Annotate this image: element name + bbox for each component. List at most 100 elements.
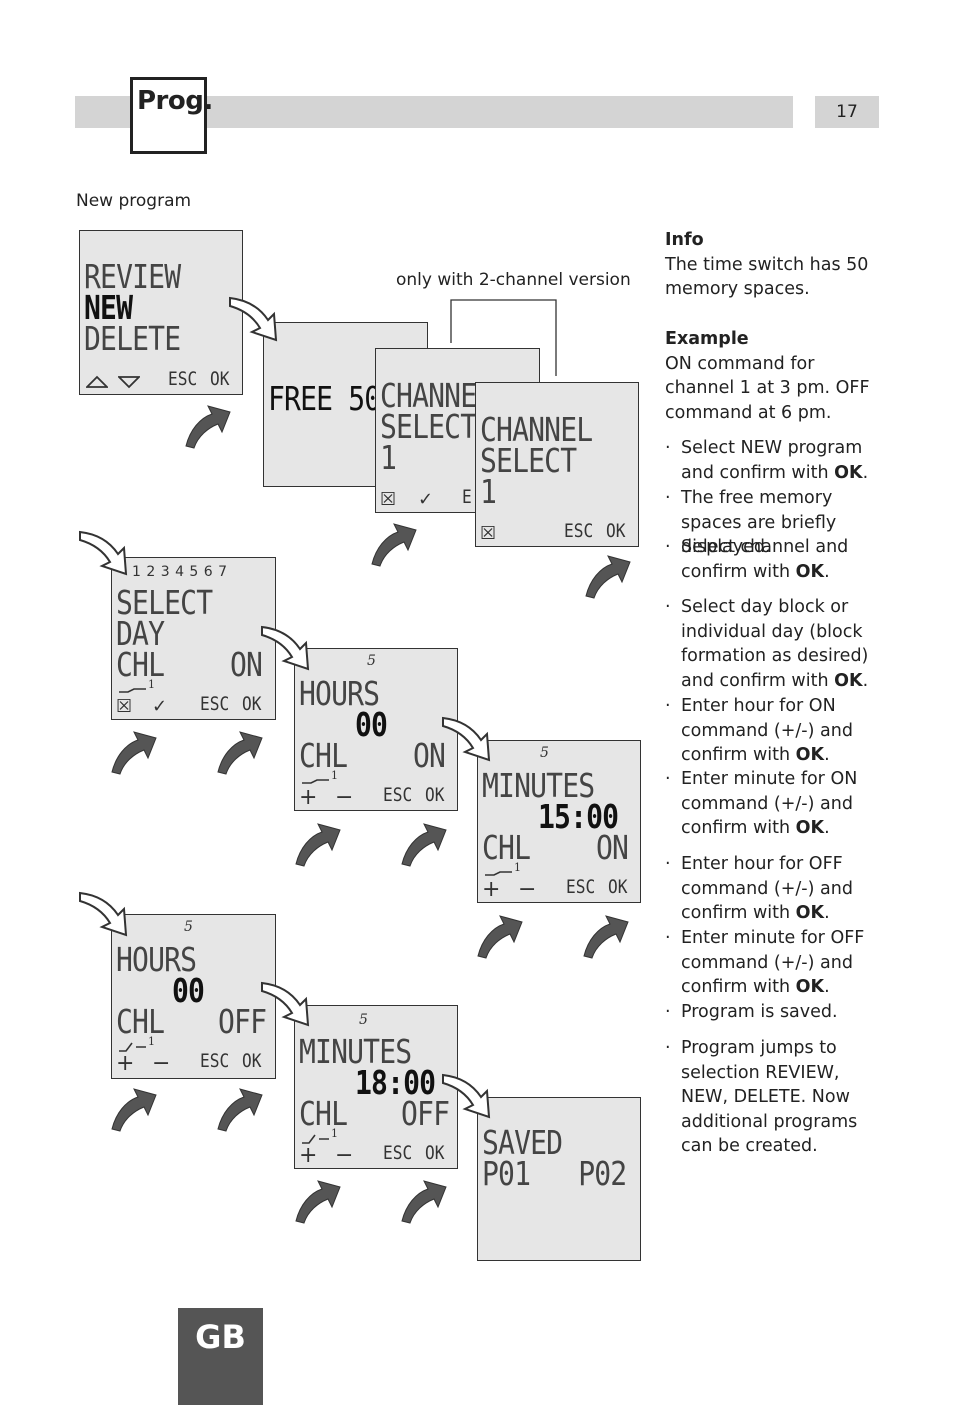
lcd-ok: OK xyxy=(606,520,626,542)
lcd-superscript: 1 xyxy=(148,1035,155,1048)
list-item: ·Program is saved. xyxy=(665,1002,838,1022)
lcd-minutes-on: 5 MINUTES 15:00 CHL ON 1 + − ESC OK xyxy=(477,740,641,903)
up-triangle-icon xyxy=(86,375,108,388)
switch-symbol-icon xyxy=(119,1042,146,1052)
lcd-hours-on: 5 HOURS 00 CHL ON 1 + − ESC OK xyxy=(294,648,458,811)
switch-symbol-icon xyxy=(119,688,146,693)
press-arrow-icon xyxy=(371,523,417,567)
lcd-value: 00 xyxy=(355,705,388,744)
plus-icon: + xyxy=(299,785,318,810)
list-item: ·Select NEW program and confirm with OK. xyxy=(665,438,869,483)
lcd-state: ON xyxy=(413,736,446,775)
lcd-superscript: 1 xyxy=(514,861,521,874)
checkmark-icon: ✓ xyxy=(418,489,434,510)
lcd-esc: ESC xyxy=(564,520,594,542)
switch-symbol-icon xyxy=(302,779,329,784)
lcd-line-minutes: MINUTES xyxy=(482,766,595,805)
pointer-arrow-icon xyxy=(442,717,490,761)
section-title: New program xyxy=(76,191,192,211)
lcd-chl: CHL xyxy=(116,1002,165,1041)
lcd-ok: OK xyxy=(210,368,230,390)
lcd-line-new: NEW xyxy=(84,288,133,327)
lcd-esc: ESC xyxy=(200,693,230,715)
lcd-menu: REVIEW NEW DELETE ESC OK xyxy=(79,230,243,395)
page-number: 17 xyxy=(815,96,879,128)
lcd-ok: OK xyxy=(425,1142,445,1164)
minus-icon: − xyxy=(152,1051,171,1076)
lcd-state: ON xyxy=(596,828,629,867)
list-item: ·The free memory spaces are briefly disp… xyxy=(665,488,837,557)
plus-icon: + xyxy=(116,1051,135,1076)
plus-icon: + xyxy=(482,877,501,902)
lcd-hours-off: 5 HOURS 00 CHL OFF 1 + − ESC OK xyxy=(111,914,276,1079)
lcd-minutes-off: 5 MINUTES 18:00 CHL OFF 1 + − ESC OK xyxy=(294,1005,458,1169)
lcd-line-channel-number: 1 xyxy=(380,438,397,477)
lcd-value: 18:00 xyxy=(355,1063,436,1102)
language-tab: GB xyxy=(178,1308,263,1405)
lcd-line-channel: CHANNEL xyxy=(480,410,593,449)
pointer-arrow-icon xyxy=(229,297,277,341)
lcd-esc: ESC xyxy=(383,1142,413,1164)
lcd-superscript: 1 xyxy=(331,1127,338,1140)
lcd-saved: SAVED P01 P02 xyxy=(477,1097,641,1261)
checkbox-x-icon: ☒ xyxy=(116,696,133,717)
press-arrow-icon xyxy=(185,405,231,449)
lcd-line-delete: DELETE xyxy=(84,319,181,358)
lcd-state: OFF xyxy=(218,1002,267,1041)
list-item: ·Enter hour for ON command (+/-) and con… xyxy=(665,696,853,765)
lcd-day-number: 5 xyxy=(540,745,549,761)
press-arrow-icon xyxy=(583,915,629,959)
press-arrow-icon xyxy=(585,555,631,599)
lcd-day-number: 5 xyxy=(359,1012,368,1028)
lcd-day-number: 5 xyxy=(184,919,193,935)
lcd-state: ON xyxy=(230,645,263,684)
press-arrow-icon xyxy=(295,1180,341,1224)
pointer-arrow-icon xyxy=(261,982,309,1026)
lcd-state: OFF xyxy=(401,1094,450,1133)
list-item: ·Enter hour for OFF command (+/-) and co… xyxy=(665,854,853,923)
list-item: ·Select channel and confirm with OK. xyxy=(665,537,849,582)
lcd-value: 00 xyxy=(172,971,205,1010)
note-connector-line xyxy=(450,299,557,376)
press-arrow-icon xyxy=(111,731,157,775)
pointer-arrow-icon xyxy=(261,626,309,670)
lcd-line-day: DAY xyxy=(116,614,165,653)
lcd-line-select: SELECT xyxy=(380,407,477,446)
info-text: The time switch has 50 memory spaces. xyxy=(665,254,869,300)
press-arrow-icon xyxy=(477,915,523,959)
list-item: ·Enter minute for OFF command (+/-) and … xyxy=(665,928,865,997)
checkbox-x-icon: ☒ xyxy=(380,489,397,510)
list-item: ·Enter minute for ON command (+/-) and c… xyxy=(665,769,858,838)
list-item: ·Select day block or individual day (blo… xyxy=(665,597,869,691)
lcd-line-saved: SAVED xyxy=(482,1123,563,1162)
lcd-esc: E xyxy=(462,486,472,508)
switch-symbol-icon xyxy=(302,1134,329,1144)
lcd-line-review: REVIEW xyxy=(84,257,181,296)
lcd-ok: OK xyxy=(242,693,262,715)
lcd-esc: ESC xyxy=(566,876,596,898)
lcd-superscript: 1 xyxy=(148,678,155,691)
plus-icon: + xyxy=(299,1143,318,1168)
minus-icon: − xyxy=(335,1143,354,1168)
lcd-value: 15:00 xyxy=(538,797,619,836)
lcd-ok: OK xyxy=(425,784,445,806)
info-block: Info The time switch has 50 memory space… xyxy=(665,228,885,302)
lcd-line-channel: CHANNE xyxy=(380,376,477,415)
pointer-arrow-icon xyxy=(79,892,127,936)
minus-icon: − xyxy=(518,877,537,902)
lcd-esc: ESC xyxy=(200,1050,230,1072)
lcd-line-programs: P01 P02 xyxy=(482,1154,627,1193)
lcd-line-minutes: MINUTES xyxy=(299,1032,412,1071)
lcd-line-hours: HOURS xyxy=(116,940,197,979)
lcd-channel-front: CHANNEL SELECT 1 ☒ ESC OK xyxy=(475,382,639,547)
pointer-arrow-icon xyxy=(79,531,127,575)
switch-symbol-icon xyxy=(485,871,512,876)
lcd-line-select: SELECT xyxy=(480,441,577,480)
lcd-esc: ESC xyxy=(383,784,413,806)
lcd-line-channel-number: 1 xyxy=(480,472,497,511)
press-arrow-icon xyxy=(401,823,447,867)
press-arrow-icon xyxy=(295,823,341,867)
down-triangle-icon xyxy=(118,376,140,389)
lcd-line-hours: HOURS xyxy=(299,674,380,713)
